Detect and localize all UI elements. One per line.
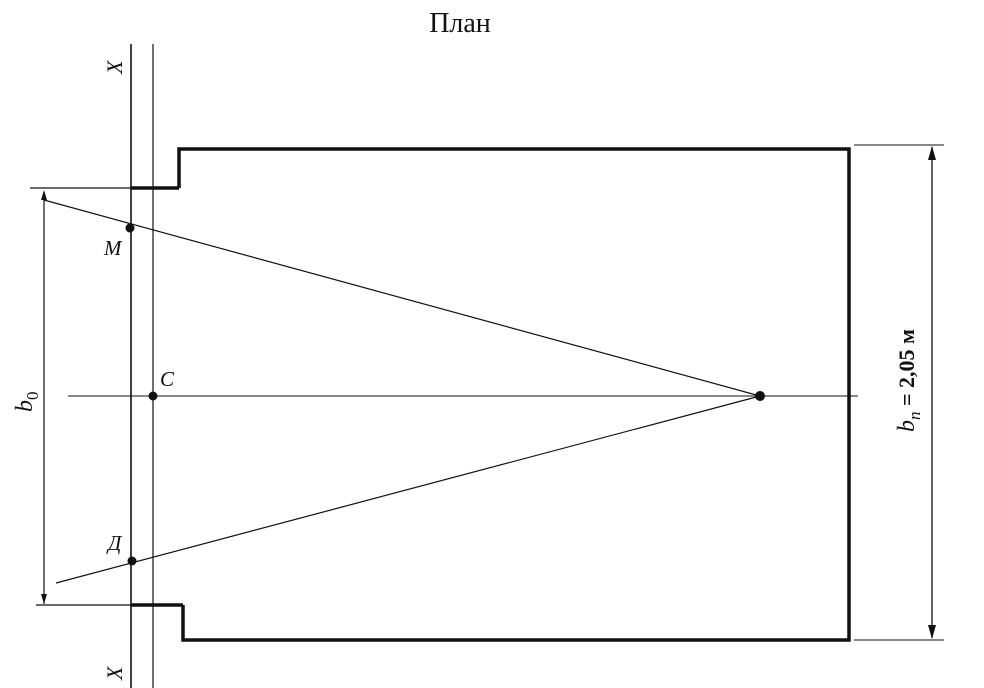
point-c-dot (148, 391, 158, 401)
point-c-label: C (160, 367, 175, 391)
b0-label: b0 (12, 392, 42, 413)
room-outline (177, 147, 851, 642)
source-point-dot (755, 391, 765, 401)
bn-arrow-bottom (928, 625, 936, 639)
plan-title: План (429, 8, 491, 39)
b0-label-main: b (12, 400, 38, 412)
axis-label-bottom: X (102, 665, 127, 681)
bn-label: bп = 2,05 м (894, 329, 924, 432)
b0-arrow-bottom (41, 594, 47, 604)
point-m-dot (125, 223, 135, 233)
bn-label-sub: п (905, 412, 924, 421)
b0-arrow-top (41, 190, 47, 200)
b0-label-sub: 0 (23, 392, 42, 401)
bn-arrow-top (928, 146, 936, 160)
bn-label-main: b (894, 420, 920, 432)
point-d-dot (127, 556, 137, 566)
bn-label-value: = 2,05 м (894, 329, 919, 412)
point-m-label: М (103, 236, 123, 260)
point-d-label: Д (106, 531, 123, 555)
svg-text:b0: b0 (12, 392, 42, 413)
axis-label-top: X (102, 59, 127, 75)
ray-lower (55, 395, 761, 584)
ray-upper (43, 199, 761, 397)
svg-text:bп = 2,05 м: bп = 2,05 м (894, 329, 924, 432)
